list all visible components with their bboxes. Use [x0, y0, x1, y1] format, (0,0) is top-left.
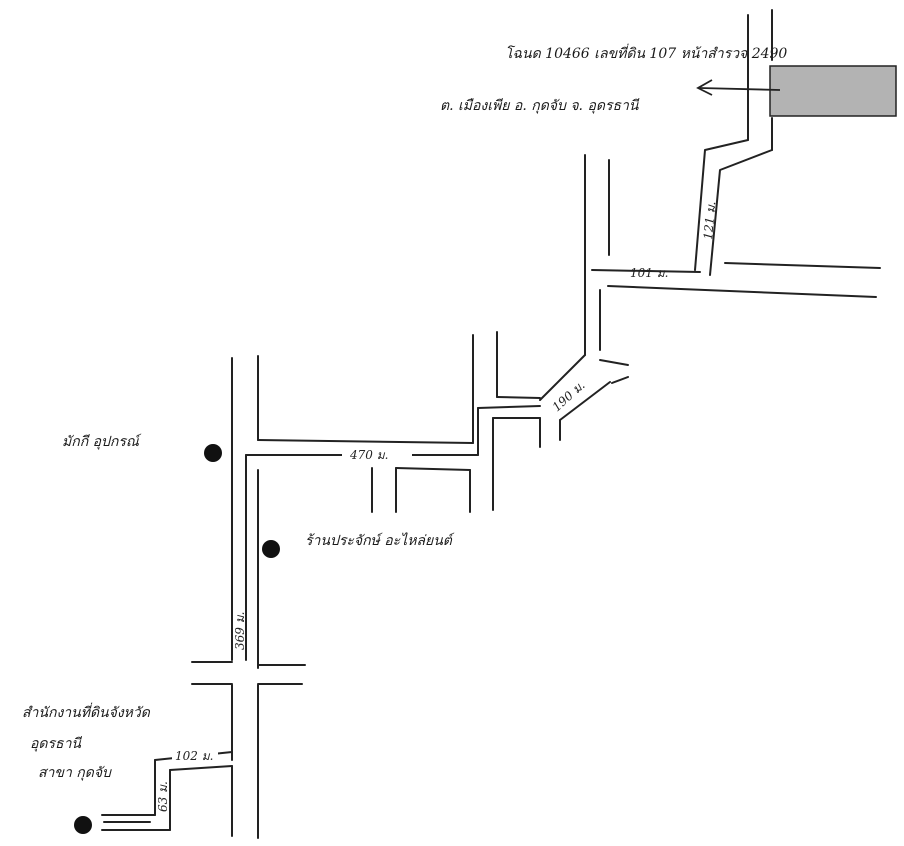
land-office-marker-icon	[74, 816, 92, 834]
road-101-segment	[591, 269, 701, 273]
road-upper-diagonal	[694, 139, 773, 276]
direction-arrow-icon	[696, 79, 781, 96]
land-office-label-line3: สาขา กุดจับ	[38, 765, 112, 781]
road-stubs-middle	[472, 331, 561, 511]
shop-marker-icon	[262, 540, 280, 558]
road-369	[231, 357, 259, 839]
road-top-vertical	[747, 9, 773, 151]
market-label: มักกี อุปกรณ์	[62, 433, 142, 450]
distance-101-label: 101 ม.	[630, 266, 668, 280]
road-middle-vertical	[584, 154, 629, 384]
plot-location-label: ต. เมืองเพีย อ. กุดจับ จ. อุดรธานี	[440, 98, 640, 114]
road-63	[101, 814, 171, 831]
distance-369-label: 369 ม.	[233, 612, 247, 650]
distance-470-label: 470 ม.	[349, 448, 388, 462]
road-east	[607, 262, 881, 298]
plot-deed-label: โฉนด 10466 เลขที่ดิน 107 หน้าสำรวจ 2490	[505, 43, 787, 62]
land-plot	[769, 65, 897, 117]
distance-63-label: 63 ม.	[156, 781, 170, 812]
road-stubs-470	[371, 467, 471, 513]
road-470	[245, 355, 479, 456]
land-office-label-line2: อุดรธานี	[30, 736, 82, 752]
market-marker-icon	[204, 444, 222, 462]
road-cross-lower	[191, 661, 306, 685]
distance-102-label: 102 ม.	[175, 749, 213, 763]
shop-label: ร้านประจักษ์ อะไหล่ยนต์	[305, 532, 455, 549]
distance-121-label: 121 ม.	[701, 201, 718, 241]
land-office-label-line1: สำนักงานที่ดินจังหวัด	[22, 702, 151, 721]
road-190-diagonal	[539, 354, 611, 421]
